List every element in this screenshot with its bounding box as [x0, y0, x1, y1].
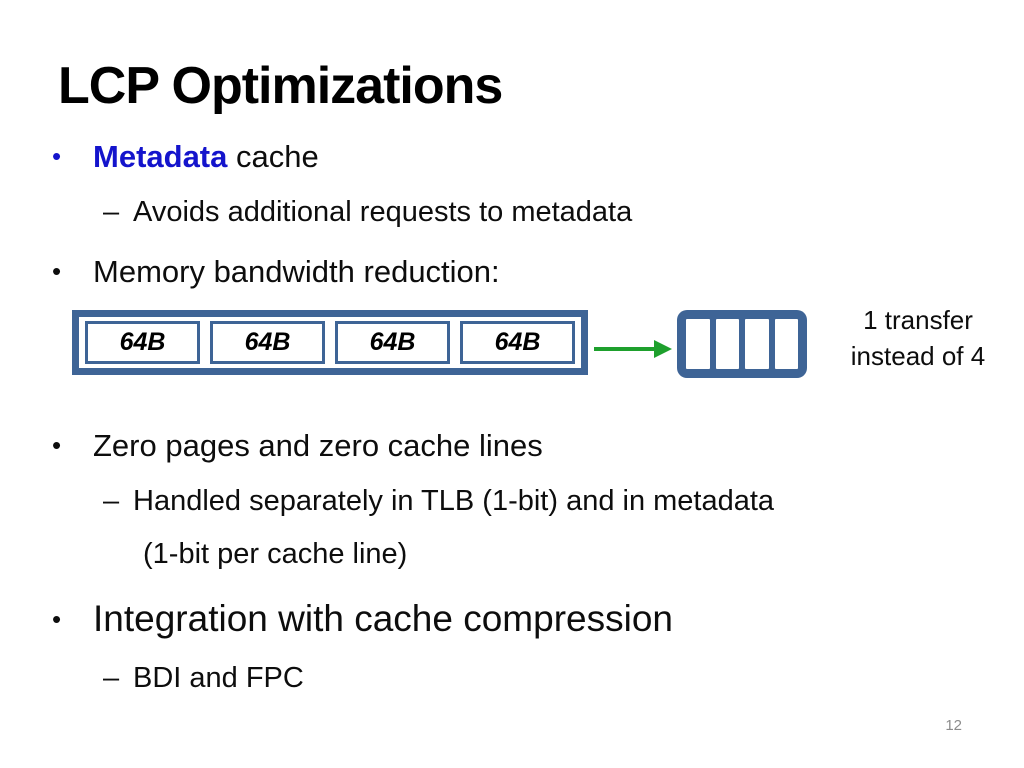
transfer-cell [774, 319, 798, 369]
cache-lines-box: 64B 64B 64B 64B [72, 310, 588, 375]
bullet-icon: • [52, 141, 62, 171]
metadata-highlight-text: Metadata [93, 139, 228, 174]
transfer-cell [745, 319, 769, 369]
cache-line-cell: 64B [210, 321, 325, 364]
dash-icon: – [103, 485, 120, 517]
bullet-zero-pages: • Zero pages and zero cache lines [52, 428, 543, 464]
bullet-bandwidth-reduction-text: Memory bandwidth reduction: [93, 254, 500, 289]
subbullet-avoids-requests-text: Avoids additional requests to metadata [133, 196, 633, 228]
cache-line-cell: 64B [335, 321, 450, 364]
bullet-integration: • Integration with cache compression [52, 598, 673, 641]
bullet-integration-text: Integration with cache compression [93, 598, 673, 639]
bullet-zero-pages-text: Zero pages and zero cache lines [93, 428, 543, 463]
dash-icon: – [103, 662, 120, 694]
subbullet-bdi-fpc-text: BDI and FPC [133, 662, 304, 694]
metadata-rest-text: cache [227, 139, 319, 174]
subbullet-one-bit-per-line-text: (1-bit per cache line) [143, 538, 408, 570]
bullet-metadata-cache: • Metadata cache [52, 139, 319, 175]
subbullet-handled-separately: –Handled separately in TLB (1-bit) and i… [103, 485, 774, 518]
subbullet-avoids-requests: –Avoids additional requests to metadata [103, 196, 632, 229]
arrow-right-icon [594, 340, 672, 358]
bullet-bandwidth-reduction: • Memory bandwidth reduction: [52, 254, 500, 290]
bullet-icon: • [52, 430, 62, 460]
bullet-icon: • [52, 604, 62, 634]
page-number: 12 [945, 717, 962, 734]
subbullet-handled-separately-text: Handled separately in TLB (1-bit) and in… [133, 485, 775, 517]
transfer-caption: 1 transfer instead of 4 [822, 302, 1014, 375]
bullet-icon: • [52, 256, 62, 286]
transfer-caption-line2: instead of 4 [850, 341, 986, 372]
cache-line-cell: 64B [460, 321, 575, 364]
subbullet-one-bit-per-line: (1-bit per cache line) [143, 538, 407, 571]
subbullet-bdi-fpc: –BDI and FPC [103, 662, 304, 695]
page-title: LCP Optimizations [58, 57, 503, 115]
cache-line-cell: 64B [85, 321, 200, 364]
compressed-transfer-box [677, 310, 807, 378]
dash-icon: – [103, 196, 120, 228]
transfer-cell [715, 319, 739, 369]
transfer-cell [686, 319, 710, 369]
transfer-caption-line1: 1 transfer [863, 305, 973, 335]
